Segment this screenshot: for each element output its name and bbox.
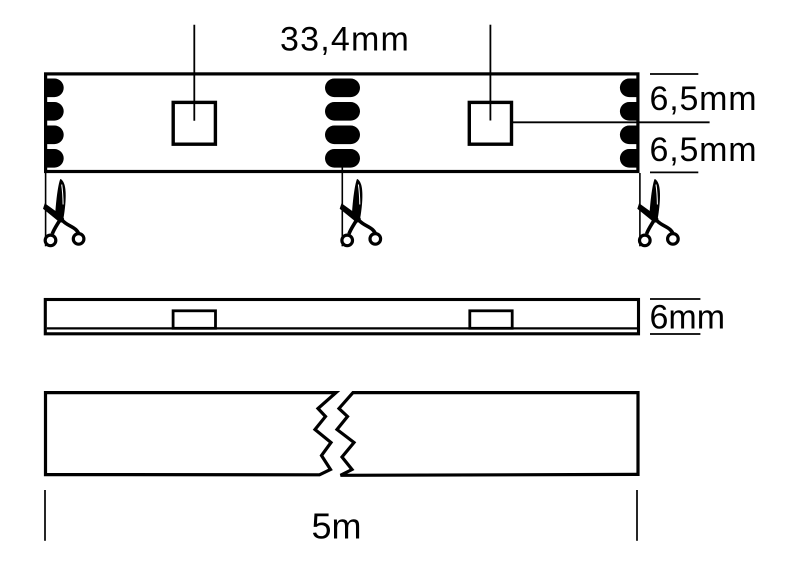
led-bump-right [468,309,514,330]
length-view: 5m [43,391,640,547]
solder-pad [619,78,637,98]
led-bump-left [171,309,217,330]
width-dim-label-bottom: 6,5mm [650,131,758,169]
side-view: 6mm [43,297,726,337]
width-dim-label-top: 6,5mm [650,80,758,118]
solder-pad [47,102,64,121]
solder-pad [47,149,64,168]
height-dim-label: 6mm [650,299,726,337]
solder-pad [325,125,360,145]
solder-pad [619,125,637,145]
solder-pad [619,149,637,168]
solder-pad [47,125,64,145]
solder-pad [325,149,360,168]
scissors-icon [635,177,681,248]
solder-pad-group-left [47,78,64,168]
solder-pad [47,78,64,98]
reel-segment-left [43,391,341,477]
pitch-dim-label: 33,4mm [280,21,410,59]
solder-pad-group-center [325,78,360,168]
top-view: 33,4mm 6,5mm 6,5mm [41,21,758,248]
solder-pad [619,102,637,121]
scissors-icon [41,177,86,248]
reel-segment-right [334,391,640,477]
side-profile-outline [43,297,641,336]
length-dim-label: 5m [311,506,361,547]
solder-pad [325,102,360,121]
solder-pad-group-right [619,78,637,168]
solder-pad [325,78,360,98]
scissors-icon [337,177,383,248]
